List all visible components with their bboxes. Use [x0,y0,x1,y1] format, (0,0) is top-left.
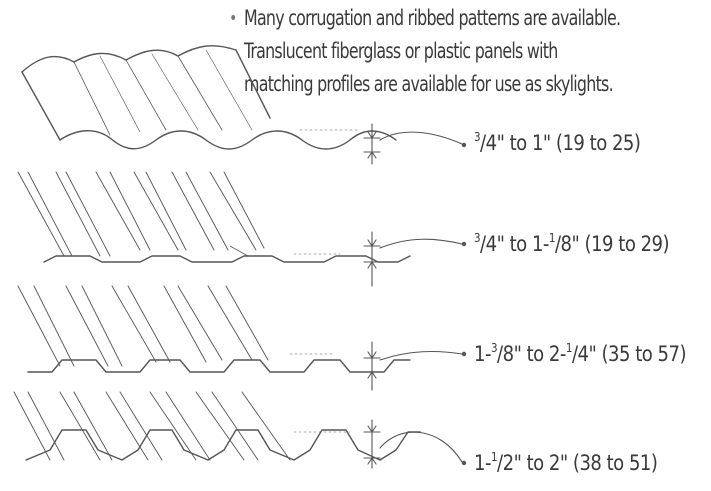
dimension-label-4: 1-1/2" to 2" (38 to 51) [474,450,658,475]
panel-ribbed-small [17,171,411,263]
leader-dots [461,142,467,466]
note-line-2: Translucent fiberglass or plastic panels… [244,39,558,64]
description-note: • Many corrugation and ribbed patterns a… [229,2,623,101]
panel-corrugated [21,45,397,150]
leader-lines [379,131,463,463]
bullet-icon: • [229,8,237,29]
panel-ribbed-medium [17,285,411,373]
dimension-markers [363,123,381,469]
note-line-3: matching profiles are available for use … [244,72,614,97]
dimension-label-1: 3/4" to 1" (19 to 25) [474,130,641,155]
note-line-1: Many corrugation and ribbed patterns are… [244,6,621,31]
panel-deep-rib [13,391,421,461]
dimension-label-3: 1-3/8" to 2-1/4" (35 to 57) [474,341,687,366]
dimension-label-2: 3/4" to 1-1/8" (19 to 29) [474,231,670,256]
